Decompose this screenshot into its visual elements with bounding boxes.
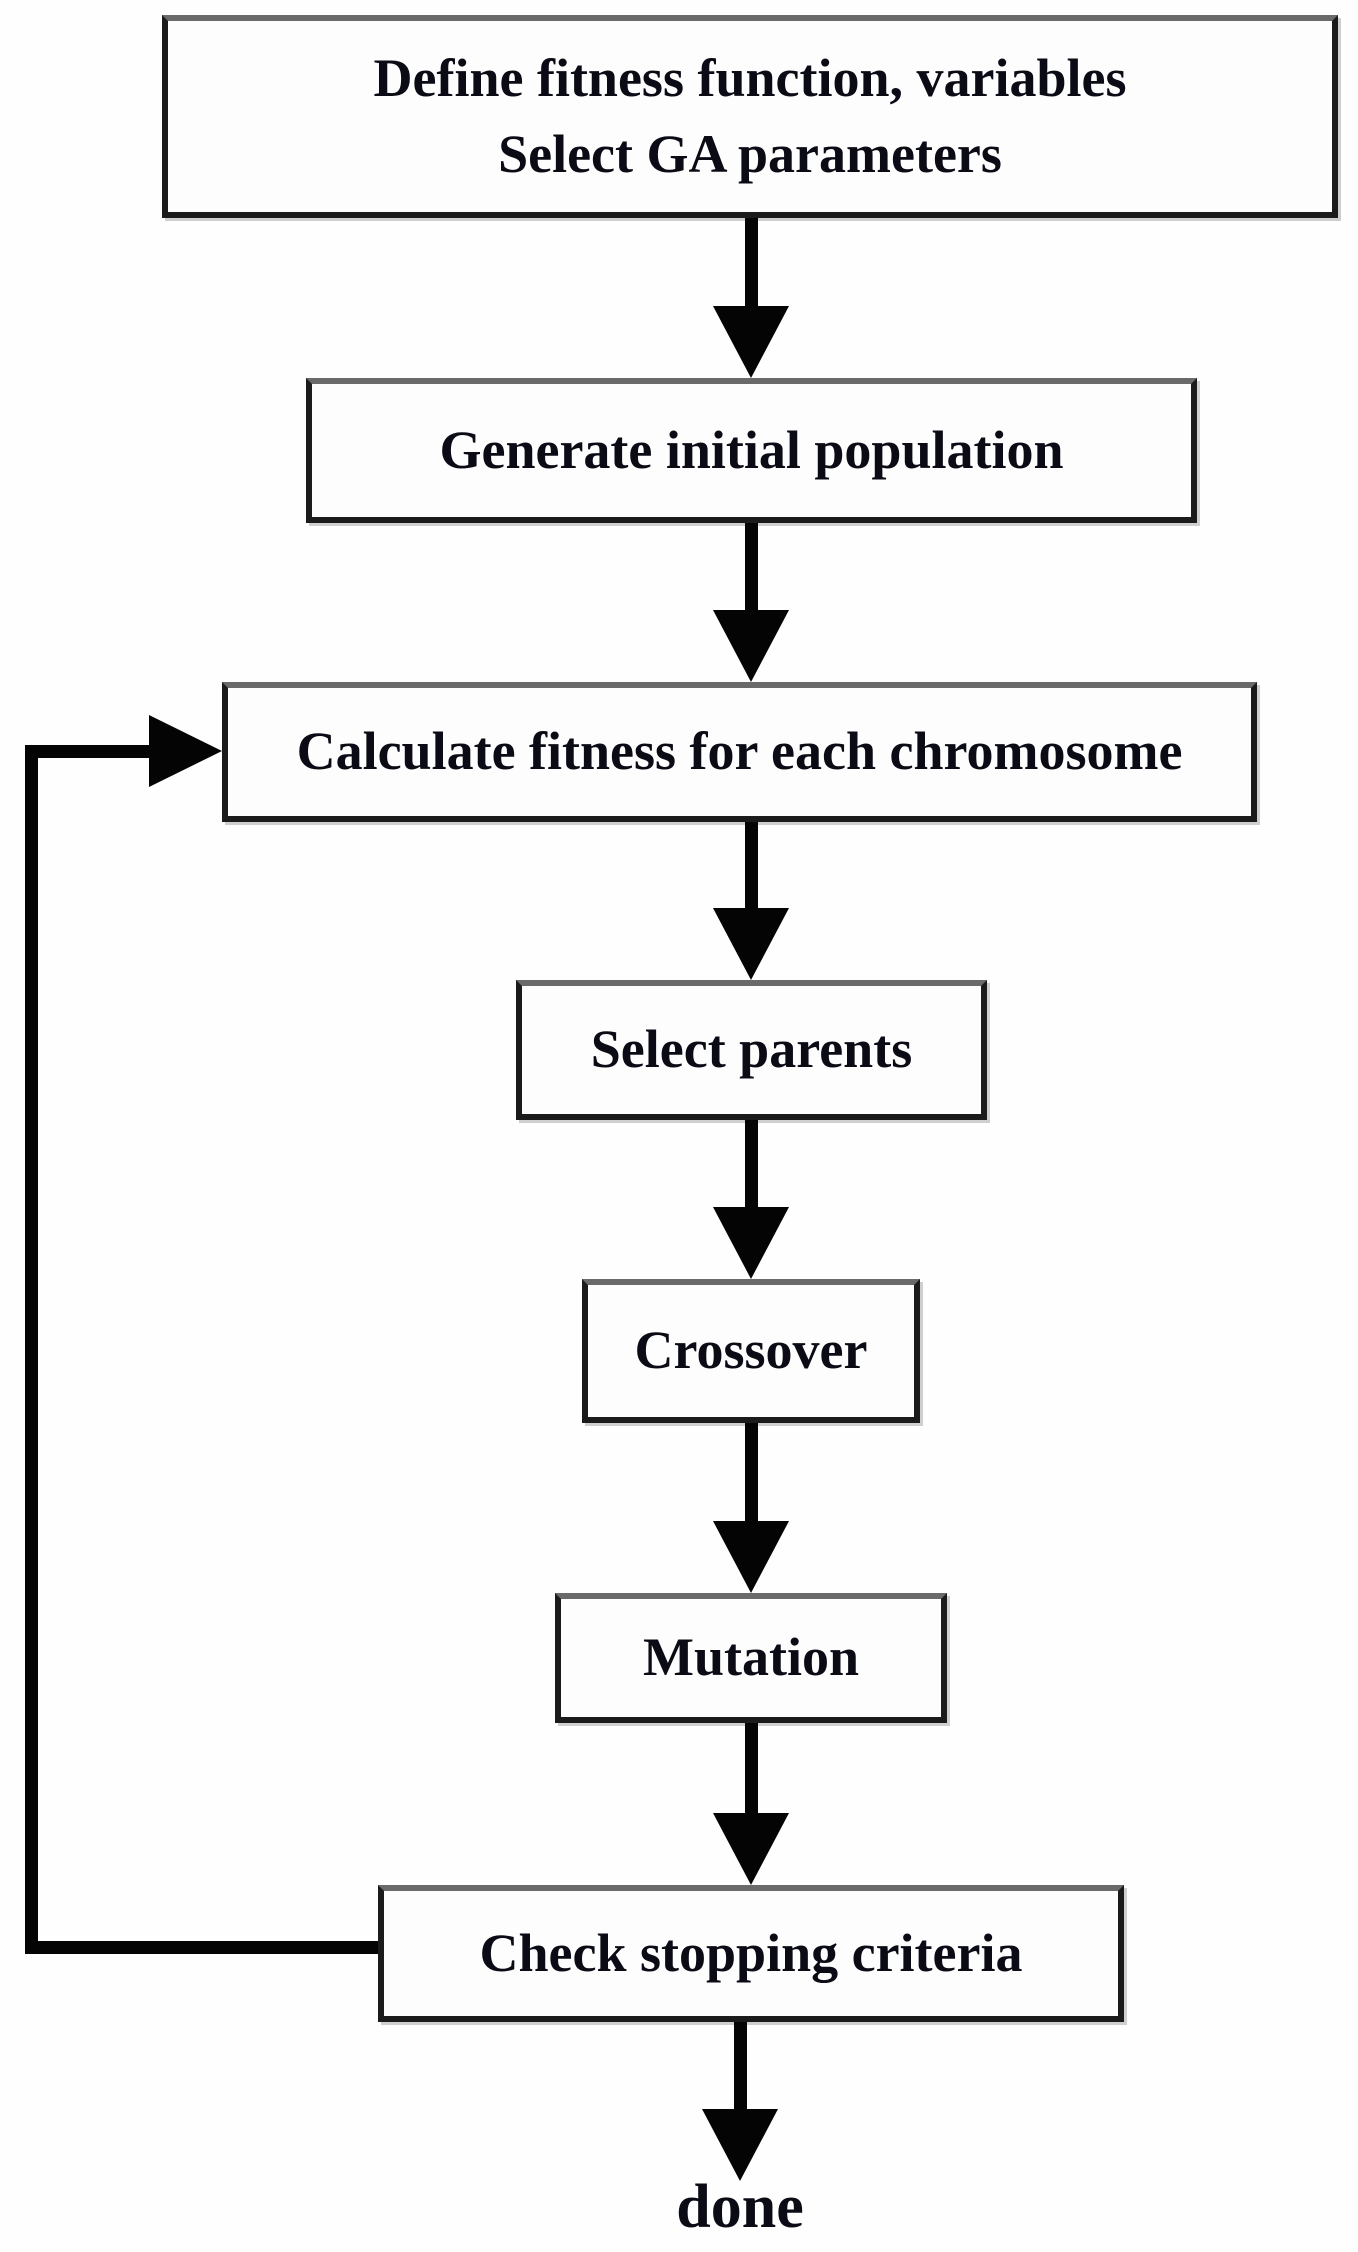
arrow-fitness-to-parents-shaft: [745, 822, 758, 913]
node-define-parameters: Define fitness function, variables Selec…: [162, 15, 1338, 218]
node-check-stopping-label: Check stopping criteria: [479, 1922, 1023, 1983]
arrow-crossover-to-mutation-head-icon: [713, 1521, 789, 1593]
arrow-mutation-to-stopping-head-icon: [713, 1813, 789, 1885]
node-generate-population: Generate initial population: [306, 378, 1197, 523]
node-calculate-fitness: Calculate fitness for each chromosome: [222, 682, 1257, 822]
arrow-define-to-generate-head-icon: [713, 306, 789, 378]
arrow-generate-to-fitness-head-icon: [713, 610, 789, 682]
loopback-arrow-head-icon: [149, 715, 222, 787]
loopback-segment-bottom: [25, 1941, 378, 1954]
arrow-generate-to-fitness-shaft: [745, 523, 758, 615]
arrow-define-to-generate-shaft: [745, 218, 758, 312]
node-define-parameters-line-2: Select GA parameters: [498, 123, 1002, 184]
terminal-done-label: done: [676, 2173, 804, 2241]
arrow-fitness-to-parents-head-icon: [713, 908, 789, 980]
arrow-parents-to-crossover-shaft: [745, 1120, 758, 1212]
loopback-segment-top: [25, 745, 153, 758]
node-mutation-label: Mutation: [643, 1627, 859, 1688]
arrow-stopping-to-done-head-icon: [702, 2109, 778, 2181]
node-calculate-fitness-label: Calculate fitness for each chromosome: [296, 721, 1183, 782]
loopback-segment-vertical: [25, 745, 38, 1954]
node-check-stopping: Check stopping criteria: [378, 1885, 1124, 2022]
arrow-mutation-to-stopping-shaft: [745, 1723, 758, 1818]
arrow-parents-to-crossover-head-icon: [713, 1207, 789, 1279]
node-crossover-label: Crossover: [634, 1320, 868, 1381]
node-define-parameters-line-1: Define fitness function, variables: [373, 47, 1127, 108]
node-generate-population-label: Generate initial population: [439, 419, 1064, 480]
node-crossover: Crossover: [582, 1279, 920, 1423]
node-mutation: Mutation: [555, 1593, 947, 1723]
arrow-crossover-to-mutation-shaft: [745, 1423, 758, 1526]
node-select-parents: Select parents: [516, 980, 987, 1120]
node-select-parents-label: Select parents: [590, 1019, 913, 1080]
arrow-stopping-to-done-shaft: [734, 2022, 747, 2114]
